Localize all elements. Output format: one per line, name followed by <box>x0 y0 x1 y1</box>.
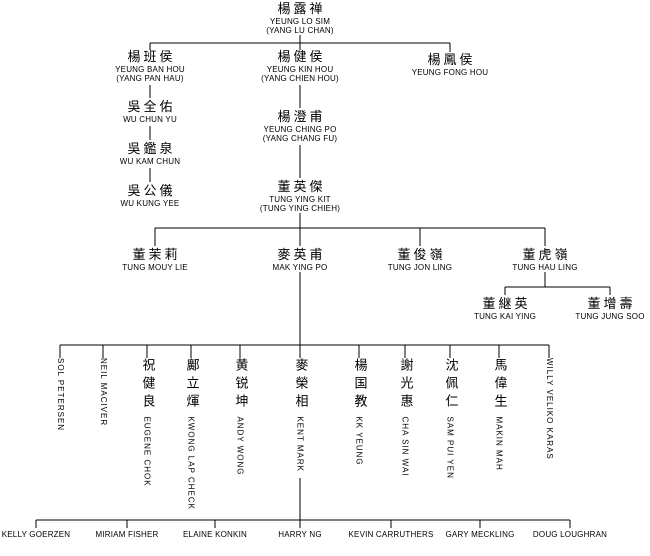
roman-name: HARRY NG <box>278 530 322 539</box>
chinese-name: 吳鑑泉 <box>127 142 176 157</box>
node-tung-hau-ling: 董虎嶺 TUNG HAU LING <box>512 248 577 272</box>
student-node-makin-mah: 馬偉生 MAKIN MAH <box>490 358 509 471</box>
chinese-name: 董增壽 <box>587 297 636 312</box>
node-yeung-ban-hou: 楊班侯 YEUNG BAN HOU (YANG PAN HAU) <box>115 50 185 83</box>
descendant-miriam-fisher: MIRIAM FISHER <box>95 530 158 539</box>
alt-name: (YANG LU CHAN) <box>266 26 334 35</box>
roman-name: DOUG LOUGHRAN <box>532 530 608 539</box>
roman-name: YEUNG BAN HOU <box>115 65 185 74</box>
roman-name: TUNG JON LING <box>387 263 453 272</box>
student-chinese-name: 謝光惠 <box>397 358 413 412</box>
roman-name: YEUNG CHING PO <box>263 125 337 134</box>
node-tung-jung-soo: 董增壽 TUNG JUNG SOO <box>575 297 644 321</box>
student-roman-name: CHA SIN WAI <box>400 416 410 477</box>
student-node-kent-mark: 麥榮相 KENT MARK <box>291 358 310 472</box>
roman-name: YEUNG LO SIM <box>269 17 331 26</box>
student-chinese-name: 祝健良 <box>139 358 155 412</box>
alt-name: (TUNG YING CHIEH) <box>259 204 341 213</box>
student-roman-name: KWONG LAP CHECK <box>186 416 196 510</box>
roman-name: WU KUNG YEE <box>120 199 180 208</box>
chinese-name: 吳公儀 <box>127 184 176 199</box>
descendant-kelly-goerzen: KELLY GOERZEN <box>2 530 71 539</box>
roman-name: WU CHUN YU <box>123 115 177 124</box>
student-roman-name: SAM PUI YEN <box>445 416 455 479</box>
chinese-name: 吳全佑 <box>127 100 176 115</box>
roman-name: YEUNG FONG HOU <box>411 68 489 77</box>
roman-name: WU KAM CHUN <box>119 157 181 166</box>
student-node-kk-yeung: 楊国教 KK YEUNG <box>350 358 369 466</box>
node-yeung-fong-hou: 楊鳳侯 YEUNG FONG HOU <box>412 53 489 77</box>
node-yeung-ching-po: 楊澄甫 YEUNG CHING PO (YANG CHANG FU) <box>263 110 337 143</box>
student-node-neil-maciver: NEIL MACIVER <box>94 358 112 426</box>
descendant-kevin-carruthers: KEVIN CARRUTHERS <box>349 530 434 539</box>
alt-name: (YANG CHIEN HOU) <box>261 74 339 83</box>
roman-name: MAK YING PO <box>272 263 328 272</box>
descendant-gary-meckling: GARY MECKLING <box>446 530 515 539</box>
roman-name: TUNG HAU LING <box>512 263 578 272</box>
chinese-name: 楊鳳侯 <box>427 53 476 68</box>
node-wu-kung-yee: 吳公儀 WU KUNG YEE <box>121 184 180 208</box>
roman-name: KELLY GOERZEN <box>1 530 71 539</box>
student-node-andy-wong: 黄锐坤 ANDY WONG <box>231 358 250 476</box>
roman-name: TUNG JUNG SOO <box>575 312 645 321</box>
student-node-eugene-chok: 祝健良 EUGENE CHOK <box>138 358 157 487</box>
roman-name: TUNG MOUY LIE <box>122 263 188 272</box>
student-node-cha-sin-wai: 謝光惠 CHA SIN WAI <box>396 358 415 477</box>
student-chinese-name: 沈佩仁 <box>442 358 458 412</box>
student-node-kwong-lap-check: 鄺立煇 KWONG LAP CHECK <box>182 358 201 510</box>
student-roman-name: WILLY VELIKO KARAS <box>545 358 554 460</box>
descendant-elaine-konkin: ELAINE KONKIN <box>183 530 247 539</box>
student-chinese-name: 麥榮相 <box>292 358 308 412</box>
student-chinese-name: 鄺立煇 <box>183 358 199 412</box>
node-tung-ying-kit: 董英傑 TUNG YING KIT (TUNG YING CHIEH) <box>260 180 340 213</box>
alt-name: (YANG CHANG FU) <box>262 134 338 143</box>
node-wu-chun-yu: 吳全佑 WU CHUN YU <box>123 100 177 124</box>
chinese-name: 董虎嶺 <box>522 248 571 263</box>
student-roman-name: EUGENE CHOK <box>142 416 152 487</box>
node-tung-mouy-lie: 董茉莉 TUNG MOUY LIE <box>122 248 188 272</box>
student-chinese-name: 黄锐坤 <box>232 358 248 412</box>
chinese-name: 董俊嶺 <box>397 248 446 263</box>
node-mak-ying-po: 麥英甫 MAK YING PO <box>273 248 328 272</box>
student-node-sol-petersen: SOL PETERSEN <box>51 358 69 431</box>
student-roman-name: NEIL MACIVER <box>99 358 108 427</box>
chinese-name: 楊班侯 <box>127 50 176 65</box>
chinese-name: 楊露禅 <box>277 2 326 17</box>
student-roman-name: ANDY WONG <box>235 416 245 476</box>
chinese-name: 楊健侯 <box>277 50 326 65</box>
descendant-doug-loughran: DOUG LOUGHRAN <box>533 530 607 539</box>
student-chinese-name: 楊国教 <box>351 358 367 412</box>
chinese-name: 董茉莉 <box>132 248 181 263</box>
node-tung-jon-ling: 董俊嶺 TUNG JON LING <box>388 248 452 272</box>
alt-name: (YANG PAN HAU) <box>116 74 184 83</box>
chinese-name: 董継英 <box>482 297 531 312</box>
roman-name: GARY MECKLING <box>445 530 515 539</box>
node-yeung-lo-sim: 楊露禅 YEUNG LO SIM (YANG LU CHAN) <box>266 2 334 35</box>
student-roman-name: SOL PETERSEN <box>56 358 65 432</box>
node-tung-kai-ying: 董継英 TUNG KAI YING <box>474 297 536 321</box>
node-wu-kam-chun: 吳鑑泉 WU KAM CHUN <box>120 142 180 166</box>
chinese-name: 董英傑 <box>277 180 326 195</box>
student-node-sam-pui-yen: 沈佩仁 SAM PUI YEN <box>441 358 460 479</box>
roman-name: MIRIAM FISHER <box>95 530 159 539</box>
roman-name: KEVIN CARRUTHERS <box>348 530 434 539</box>
chinese-name: 麥英甫 <box>277 248 326 263</box>
node-yeung-kin-hou: 楊健侯 YEUNG KIN HOU (YANG CHIEN HOU) <box>261 50 339 83</box>
student-roman-name: MAKIN MAH <box>494 416 504 471</box>
student-chinese-name: 馬偉生 <box>491 358 507 412</box>
roman-name: TUNG KAI YING <box>473 312 537 321</box>
student-node-willy-veliko-karas: WILLY VELIKO KARAS <box>540 358 558 460</box>
student-roman-name: KK YEUNG <box>354 416 364 466</box>
descendant-harry-ng: HARRY NG <box>278 530 322 539</box>
chinese-name: 楊澄甫 <box>277 110 326 125</box>
student-roman-name: KENT MARK <box>295 416 305 472</box>
roman-name: TUNG YING KIT <box>269 195 331 204</box>
roman-name: ELAINE KONKIN <box>183 530 247 539</box>
roman-name: YEUNG KIN HOU <box>266 65 334 74</box>
